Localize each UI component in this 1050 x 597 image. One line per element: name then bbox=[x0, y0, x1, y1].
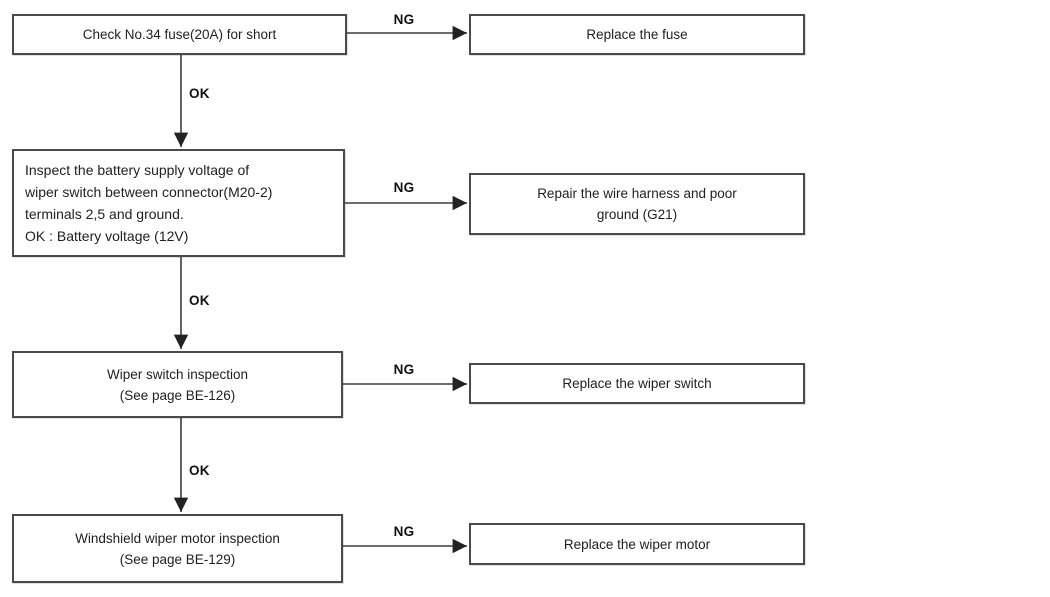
step2-action-box: Repair the wire harness and poor ground … bbox=[469, 173, 805, 235]
step3-check-box: Wiper switch inspection (See page BE-126… bbox=[12, 351, 343, 418]
step3-ok-label: OK bbox=[189, 463, 210, 478]
step4-action-box: Replace the wiper motor bbox=[469, 523, 805, 565]
step1-ng-label: NG bbox=[393, 12, 415, 27]
step1-check-box: Check No.34 fuse(20A) for short bbox=[12, 14, 347, 55]
step2-ok-label: OK bbox=[189, 293, 210, 308]
step1-action-box: Replace the fuse bbox=[469, 14, 805, 55]
step3-ng-label: NG bbox=[393, 362, 415, 377]
step2-check-box: Inspect the battery supply voltage of wi… bbox=[12, 149, 345, 257]
step2-ng-label: NG bbox=[393, 180, 415, 195]
step4-check-box: Windshield wiper motor inspection (See p… bbox=[12, 514, 343, 583]
step1-ok-label: OK bbox=[189, 86, 210, 101]
step3-action-box: Replace the wiper switch bbox=[469, 363, 805, 404]
step4-ng-label: NG bbox=[393, 524, 415, 539]
